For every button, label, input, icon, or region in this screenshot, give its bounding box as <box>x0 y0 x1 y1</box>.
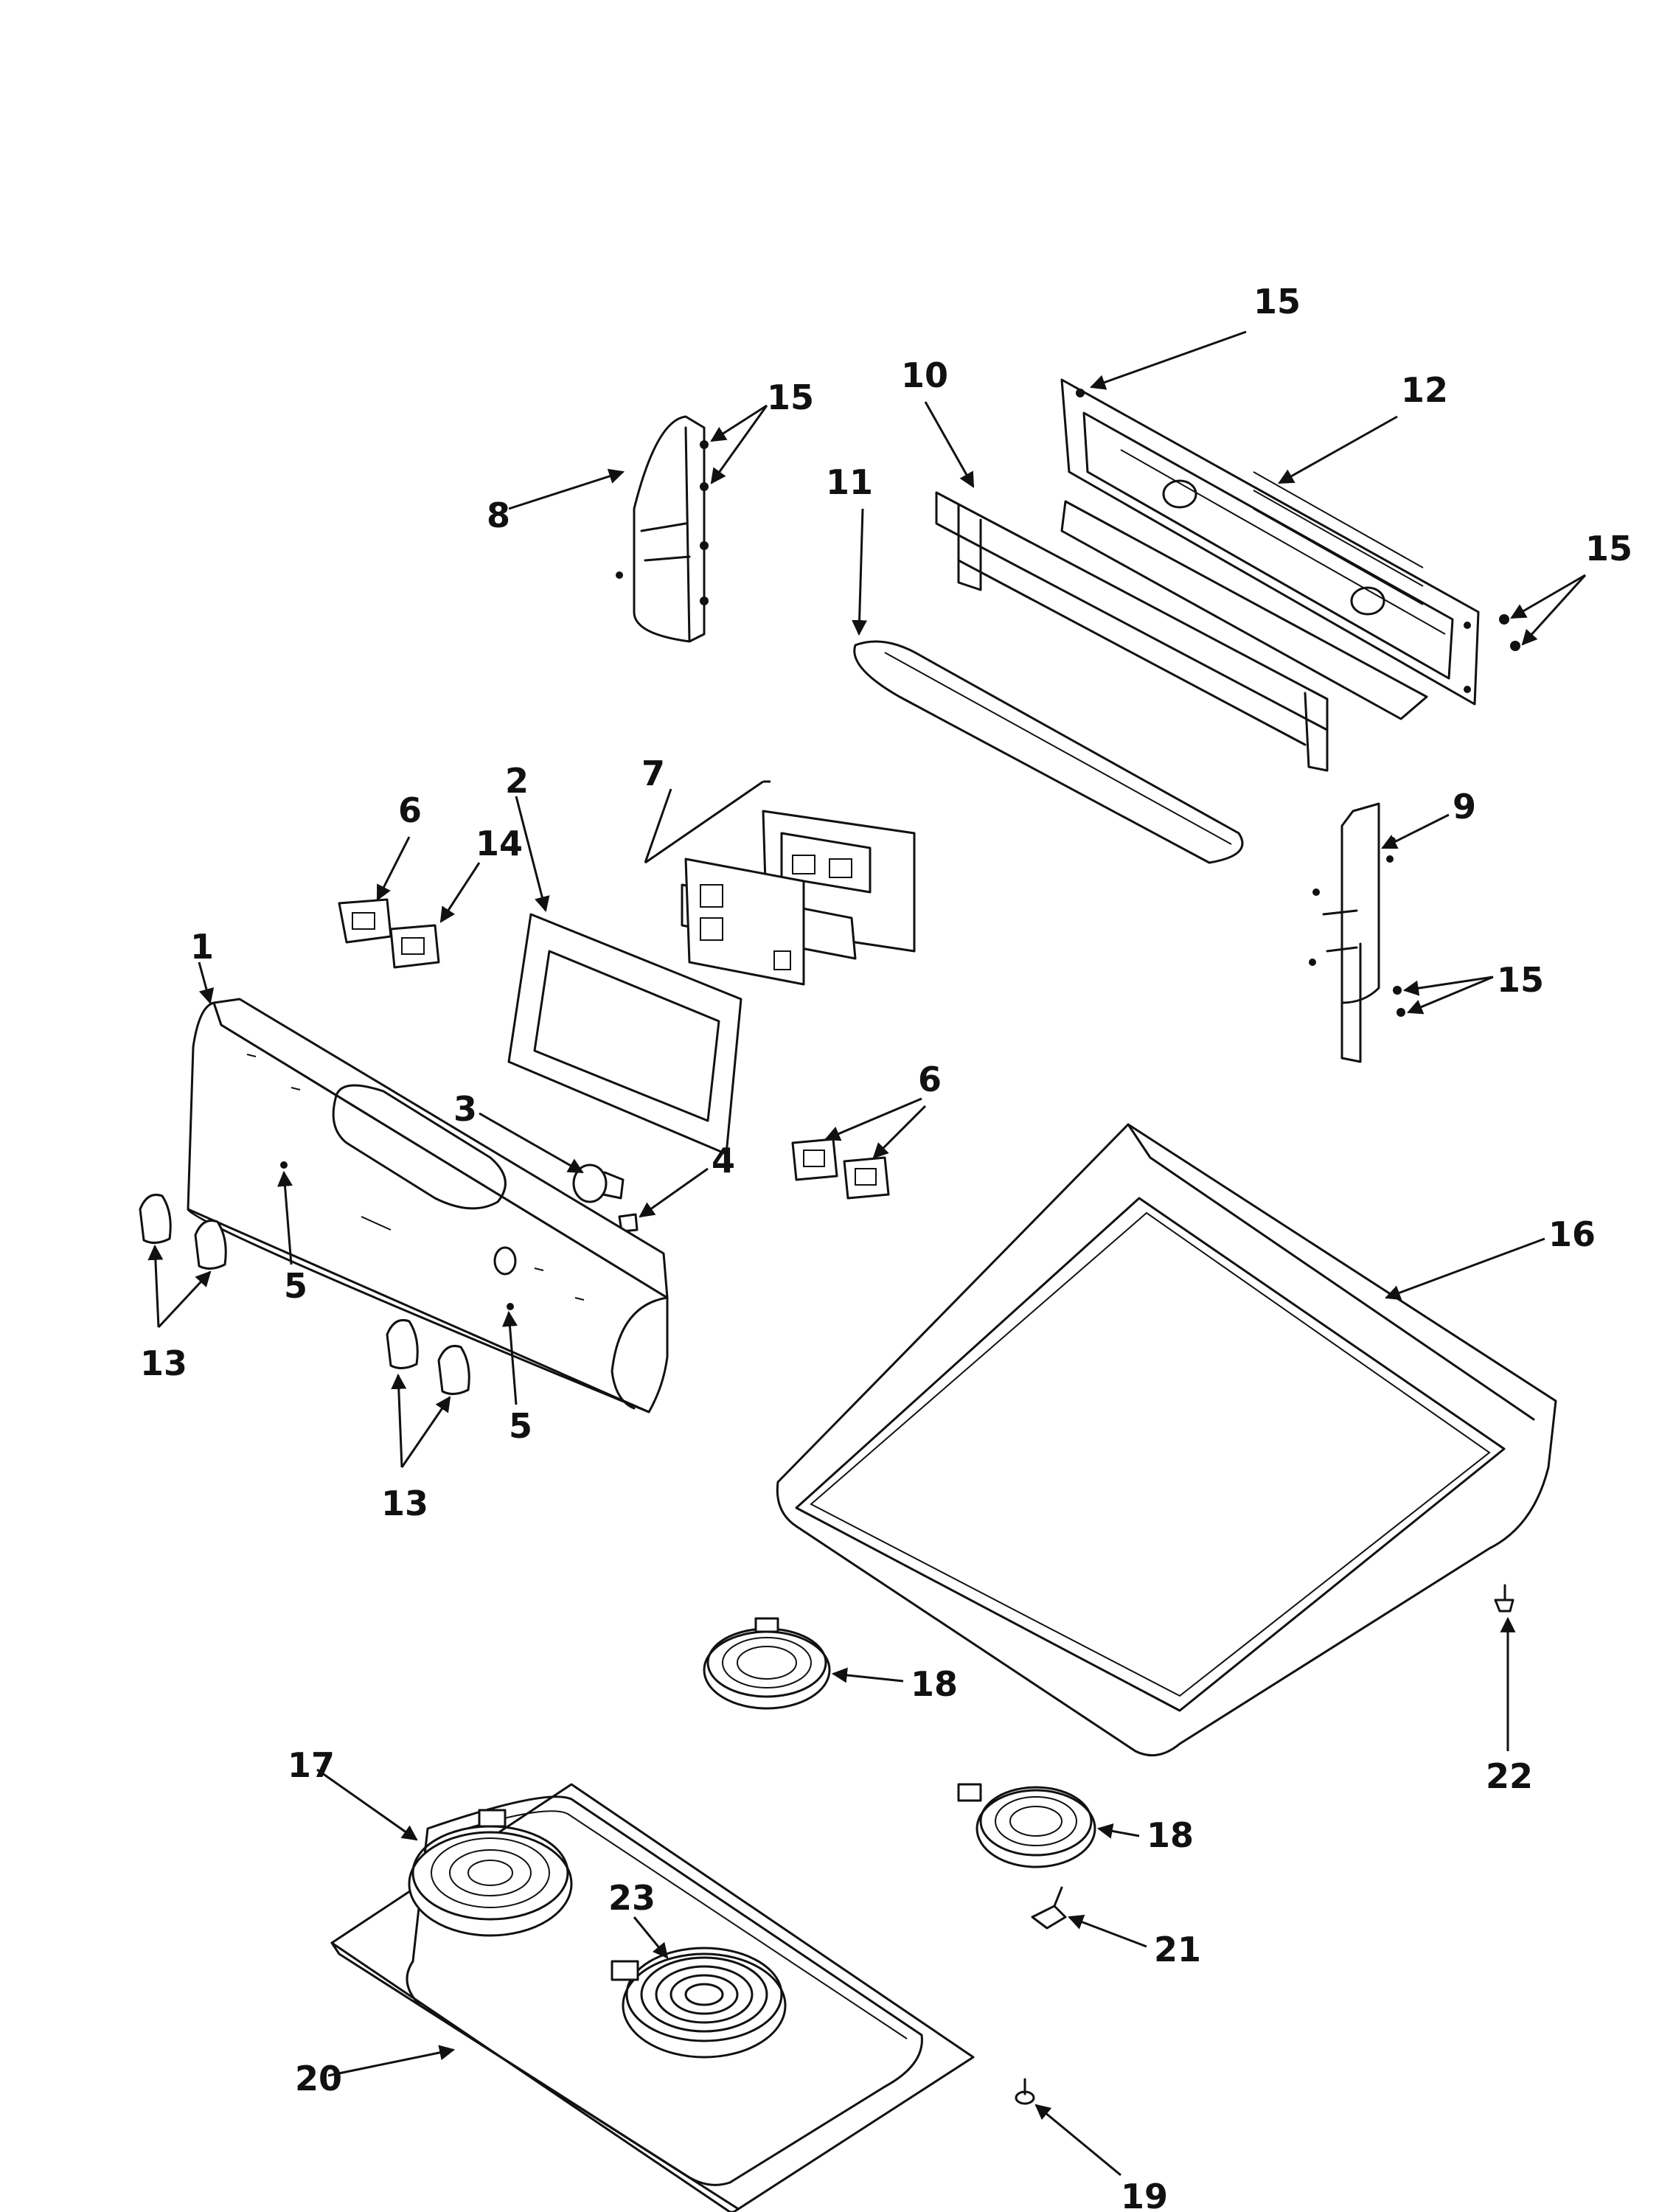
callout-6b: 6 <box>918 1060 942 1099</box>
radiant-element-17 <box>408 1809 573 1937</box>
callout-6a: 6 <box>398 790 422 830</box>
callout-13b: 13 <box>381 1484 428 1523</box>
callout-2: 2 <box>505 761 529 801</box>
knob-13-b <box>194 1220 227 1270</box>
callout-18a: 18 <box>911 1664 958 1704</box>
radiant-element-18-right <box>957 1783 1096 1868</box>
callout-1: 1 <box>190 927 214 967</box>
callout-20: 20 <box>295 2059 342 2098</box>
callout-22: 22 <box>1486 1756 1533 1796</box>
callout-12: 12 <box>1401 370 1448 410</box>
callout-5b: 5 <box>509 1406 532 1446</box>
radiant-element-18-top <box>703 1617 831 1710</box>
callout-4: 4 <box>712 1141 735 1180</box>
relay-6-right-a <box>791 1138 838 1181</box>
callout-labels: 1 2 3 4 5 5 6 6 7 8 9 10 11 12 13 13 14 … <box>140 282 1632 2212</box>
callout-16: 16 <box>1548 1214 1596 1254</box>
knob-13-a <box>139 1194 172 1244</box>
callout-8: 8 <box>487 495 510 535</box>
callout-11: 11 <box>826 462 873 502</box>
callout-10: 10 <box>901 355 948 395</box>
callout-7: 7 <box>641 754 665 793</box>
callout-9: 9 <box>1453 787 1476 827</box>
relay-14 <box>389 924 440 969</box>
callout-15b: 15 <box>767 378 814 417</box>
leader-lines <box>147 330 1587 2177</box>
side-bracket-left <box>616 415 709 643</box>
knob-switch-3 <box>572 1164 625 1203</box>
screw-19 <box>1015 2078 1035 2105</box>
side-bracket-right <box>1309 802 1405 1063</box>
callout-14: 14 <box>476 824 523 863</box>
rear-bracket <box>935 491 1329 772</box>
cooktop-glass <box>776 1123 1557 1757</box>
callout-15c: 15 <box>1585 529 1632 568</box>
callout-3: 3 <box>453 1089 477 1129</box>
relay-6-right-b <box>843 1156 890 1200</box>
knob-13-d <box>437 1345 470 1395</box>
rear-panel <box>1060 378 1480 720</box>
display-lens <box>507 913 742 1155</box>
electronic-control-board <box>681 810 916 986</box>
bracket-21 <box>1031 1886 1067 1930</box>
coil-element-23 <box>611 1947 787 2059</box>
callout-23: 23 <box>608 1878 655 1918</box>
control-panel <box>187 998 669 1413</box>
callout-13a: 13 <box>140 1343 187 1383</box>
callout-5a: 5 <box>284 1266 307 1306</box>
callout-17: 17 <box>288 1745 335 1785</box>
callout-21: 21 <box>1154 1930 1201 1969</box>
callout-19: 19 <box>1121 2177 1168 2212</box>
callout-15a: 15 <box>1253 282 1301 321</box>
knob-13-c <box>386 1319 419 1369</box>
switch-4 <box>618 1213 639 1233</box>
screws-15-right <box>1499 614 1520 651</box>
control-panel-trim <box>853 640 1244 864</box>
callout-18b: 18 <box>1147 1815 1194 1855</box>
relay-6-top <box>338 898 392 944</box>
callout-15d: 15 <box>1497 960 1544 1000</box>
clip-22 <box>1494 1584 1514 1613</box>
